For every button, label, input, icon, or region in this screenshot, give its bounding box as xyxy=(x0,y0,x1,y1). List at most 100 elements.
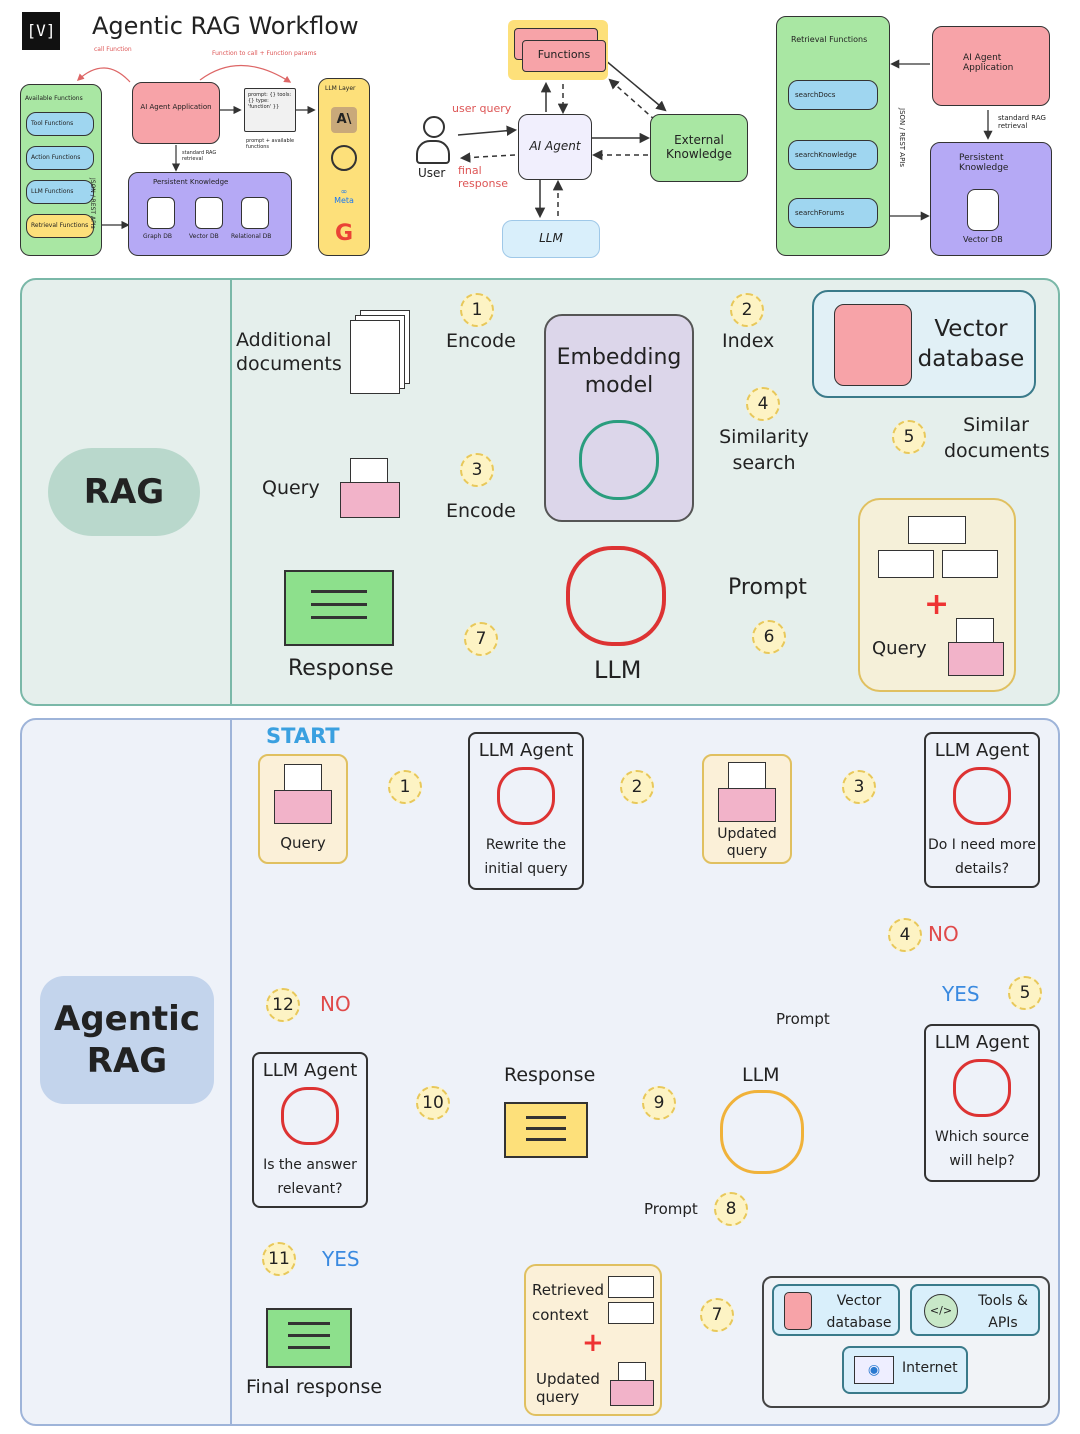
rag-step-3: 3 xyxy=(460,453,494,487)
internet-label: Internet xyxy=(902,1360,958,1376)
query-label-rag: Query xyxy=(262,477,320,499)
search-docs-box: searchDocs xyxy=(788,80,878,110)
llm-label-agentic: LLM xyxy=(742,1064,780,1086)
agent1-title: LLM Agent xyxy=(478,740,574,761)
index-label: Index xyxy=(722,330,775,352)
vector-database-label: Vector database xyxy=(917,316,1025,372)
function-to-call-label: Function to call + Function params xyxy=(212,50,317,57)
query-label-context: Query xyxy=(872,638,927,659)
response-label-agentic: Response xyxy=(504,1064,596,1086)
anthropic-icon: A\ xyxy=(331,107,357,133)
similarity-search-label: Similarity search xyxy=(719,426,809,474)
retrieved-context-label: Retrieved context xyxy=(532,1281,605,1324)
user-query-label: user query xyxy=(452,102,512,115)
agent1-text: Rewrite the initial query xyxy=(484,837,568,877)
doc-stack-icon xyxy=(908,516,966,544)
rag-step-1: 1 xyxy=(460,293,494,327)
rag-divider xyxy=(230,280,232,704)
agent3-title: LLM Agent xyxy=(934,1032,1030,1053)
llm-agent-relevant-box: LLM Agent Is the answer relevant? xyxy=(252,1052,368,1208)
agentic-step-12: 12 xyxy=(266,988,300,1022)
agentic-step-3: 3 xyxy=(842,770,876,804)
vector-db-icon-2 xyxy=(967,189,999,231)
plus-icon-context: + xyxy=(582,1328,604,1358)
vector-database-box: Vector database xyxy=(812,290,1036,398)
brain-icon-agent3 xyxy=(953,1059,1011,1117)
agentic-step-7: 7 xyxy=(700,1298,734,1332)
rag-step-2: 2 xyxy=(730,293,764,327)
retrieval-functions-box: Retrieval Functions xyxy=(26,214,94,238)
llm-layer-panel: LLM Layer A\ ∞Meta G xyxy=(318,78,370,256)
envelope-icon-context2 xyxy=(610,1362,654,1406)
similar-documents-label: Similar documents xyxy=(944,414,1050,462)
llm-label-rag: LLM xyxy=(594,656,642,684)
embedding-model-label: Embedding model xyxy=(556,345,682,398)
database-icon xyxy=(834,304,912,386)
yes-label-5: YES xyxy=(942,982,980,1006)
query-start-box: Query xyxy=(258,754,348,864)
updated-query-box: Updated query xyxy=(702,754,792,864)
brain-icon-agent4 xyxy=(281,1087,339,1145)
vector-database-source: Vector database xyxy=(772,1284,900,1336)
relational-db-icon xyxy=(241,197,269,229)
tool-functions-box: Tool Functions xyxy=(26,112,94,136)
final-response-label: Final response xyxy=(246,1376,383,1398)
graph-db-label: Graph DB xyxy=(143,233,173,240)
brain-icon-agent1 xyxy=(497,767,555,825)
envelope-icon-rag xyxy=(340,458,400,518)
updated-query-label: Updated query xyxy=(717,826,777,859)
agentic-step-9: 9 xyxy=(642,1086,676,1120)
response-doc-icon xyxy=(284,570,394,646)
context-query-box: + Query xyxy=(858,498,1016,692)
brain-icon-red xyxy=(566,546,666,646)
vector-db-label-2: Vector DB xyxy=(963,235,1003,244)
graph-db-icon xyxy=(147,197,175,229)
retrieval-functions-panel-label: Retrieval Functions xyxy=(791,35,868,44)
agentic-step-4: 4 xyxy=(888,918,922,952)
retrieved-context-box: Retrieved context + Updated query xyxy=(524,1264,662,1416)
agent2-text: Do I need more details? xyxy=(927,837,1037,877)
encode-label-1: Encode xyxy=(446,330,516,352)
persistent-knowledge-label: Persistent Knowledge xyxy=(153,178,229,186)
persistent-knowledge-panel-2: Persistent Knowledge Vector DB xyxy=(930,142,1052,256)
response-label-rag: Response xyxy=(288,656,394,681)
agentic-step-8: 8 xyxy=(714,1192,748,1226)
doc-icon-right xyxy=(942,550,998,578)
rag-step-5: 5 xyxy=(892,420,926,454)
logo: [V] xyxy=(22,12,60,50)
available-functions-label: Available Functions xyxy=(25,95,83,102)
vector-database-source-label: Vector database xyxy=(826,1293,892,1331)
rag-label: RAG xyxy=(48,448,200,536)
action-functions-box: Action Functions xyxy=(26,146,94,170)
agent2-title: LLM Agent xyxy=(934,740,1030,761)
embedding-model-box: Embedding model xyxy=(544,314,694,522)
encode-label-3: Encode xyxy=(446,500,516,522)
brain-icon-green xyxy=(579,420,659,500)
ai-agent-box: AI Agent xyxy=(518,114,592,180)
no-label-12: NO xyxy=(320,992,351,1016)
rag-step-7: 7 xyxy=(464,622,498,656)
vector-db-label: Vector DB xyxy=(189,233,219,240)
context-doc-icon-1 xyxy=(608,1276,654,1298)
llm-agent-rewrite-box: LLM Agent Rewrite the initial query xyxy=(468,732,584,890)
llm-agent-source-box: LLM Agent Which source will help? xyxy=(924,1024,1040,1182)
start-label: START xyxy=(266,724,340,748)
llm-box-top: LLM xyxy=(502,220,600,258)
agentic-step-11: 11 xyxy=(262,1242,296,1276)
prompt-label-bottom: Prompt xyxy=(644,1200,698,1218)
tools-apis-source: </> Tools & APIs xyxy=(910,1284,1040,1336)
page-title: Agentic RAG Workflow xyxy=(92,12,359,40)
envelope-icon-updated xyxy=(718,762,776,822)
llm-agent-details-box: LLM Agent Do I need more details? xyxy=(924,732,1040,888)
relational-db-label: Relational DB xyxy=(231,233,272,240)
ai-agent-app-box-2: AI Agent Application xyxy=(932,26,1050,106)
agent3-text: Which source will help? xyxy=(934,1129,1030,1169)
openai-icon xyxy=(331,145,357,171)
no-label-4: NO xyxy=(928,922,959,946)
documents-icon xyxy=(350,310,410,394)
yes-label-11: YES xyxy=(322,1247,360,1271)
search-knowledge-box: searchKnowledge xyxy=(788,140,878,170)
json-rest-label-2: JSON / REST APIs xyxy=(898,108,906,168)
agent4-text: Is the answer relevant? xyxy=(263,1157,357,1197)
google-icon: G xyxy=(334,221,354,246)
